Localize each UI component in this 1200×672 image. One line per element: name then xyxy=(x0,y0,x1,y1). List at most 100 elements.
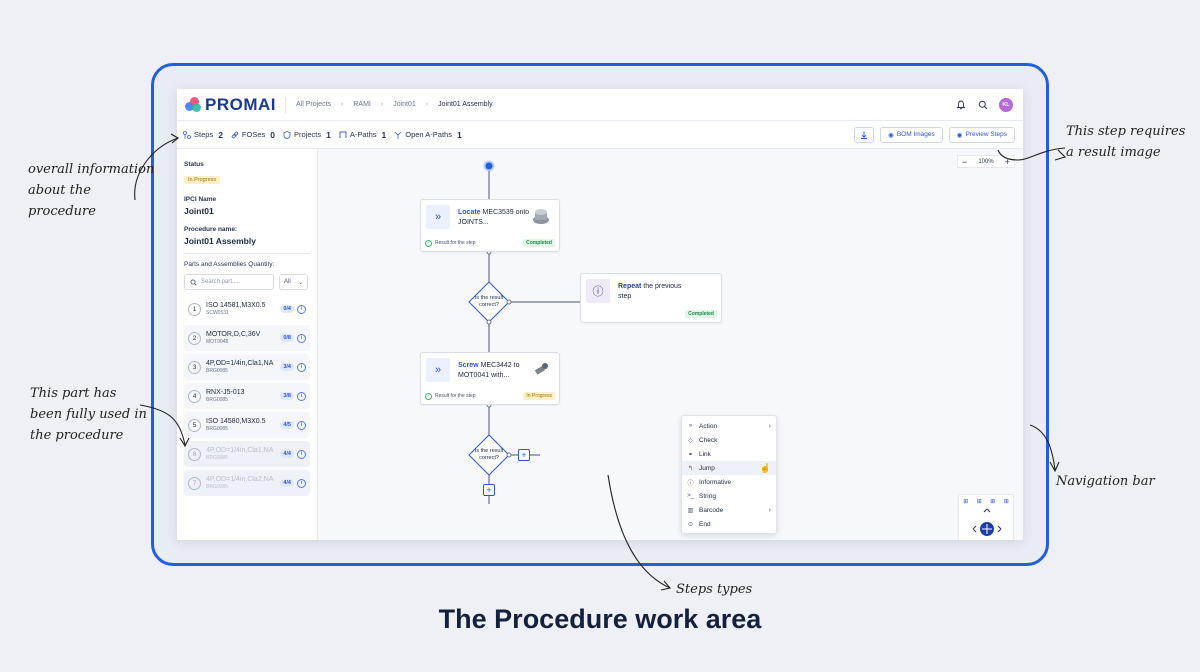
app-window: PROMAI All Projects › RAMI › Joint01 › J… xyxy=(177,89,1023,540)
menu-item-jump[interactable]: ↰Jump☝ xyxy=(682,461,776,475)
menu-item-barcode[interactable]: ▥Barcode› xyxy=(682,503,776,517)
breadcrumb-separator-icon: › xyxy=(341,101,344,108)
layout-fit-icon[interactable]: ⊞ xyxy=(1003,499,1009,505)
breadcrumb-all-projects[interactable]: All Projects xyxy=(296,101,332,108)
bom-images-button[interactable]: ◉ BOM Images xyxy=(880,126,943,143)
zoom-out-button[interactable]: − xyxy=(962,156,968,167)
check-circle-icon: ✓ xyxy=(425,239,432,247)
menu-item-action[interactable]: »Action› xyxy=(682,419,776,433)
avatar[interactable]: KL xyxy=(999,97,1013,112)
step-node-repeat[interactable]: ⓘ Repeat the previous step Completed xyxy=(580,273,722,323)
pan-up-icon xyxy=(983,508,991,513)
part-quantity: 4/5 xyxy=(280,421,294,429)
zoom-in-button[interactable]: + xyxy=(1004,156,1010,167)
step-node-screw[interactable]: » Screw MEC3442 to MOT0041 with... ✓Resu… xyxy=(420,352,560,405)
info-icon: ⓘ xyxy=(687,480,694,487)
shield-icon xyxy=(283,130,291,139)
breadcrumb-joint01[interactable]: Joint01 xyxy=(393,101,416,108)
menu-item-check[interactable]: ◇Check xyxy=(682,433,776,447)
breadcrumb-rami[interactable]: RAMI xyxy=(353,101,371,108)
start-node-icon[interactable] xyxy=(483,160,495,172)
download-icon xyxy=(861,131,868,139)
page-caption: The Procedure work area xyxy=(438,604,762,634)
download-button[interactable] xyxy=(854,126,875,143)
logo[interactable]: PROMAI xyxy=(185,95,285,115)
menu-item-link[interactable]: ⚭Link xyxy=(682,447,776,461)
menu-label: Jump xyxy=(699,464,715,472)
parts-filter-select[interactable]: All ⌄ xyxy=(279,274,308,290)
info-icon[interactable]: i xyxy=(297,449,306,459)
part-code: BRG0085 xyxy=(206,455,228,462)
add-step-button[interactable]: + xyxy=(483,484,495,496)
step-text: MEC3442 to MOT0041 with... xyxy=(458,362,520,380)
branch-icon xyxy=(394,131,402,139)
part-number: 5 xyxy=(188,418,201,432)
procedure-canvas[interactable]: − 100% + + + Is the result correct? xyxy=(318,149,1023,540)
diamond-icon: ◇ xyxy=(688,437,693,444)
bell-icon[interactable] xyxy=(955,99,967,111)
annotation-part-used: This part has been fully used in the pro… xyxy=(30,386,147,443)
barcode-icon: ▥ xyxy=(687,507,694,514)
step-node-locate[interactable]: » Locate MEC3539 onto JOINTS... ✓Result … xyxy=(420,199,560,252)
info-icon[interactable]: i xyxy=(297,420,306,430)
part-name: ISO 14581,M3X0.5 xyxy=(206,301,266,309)
chevrons-right-icon: » xyxy=(426,205,450,229)
search-icon[interactable] xyxy=(977,99,989,111)
info-icon[interactable]: i xyxy=(297,478,306,488)
decision-label: Is the result correct? xyxy=(474,448,504,462)
layout-buttons: ⊞ ⊞ ⊞ ⊞ xyxy=(959,498,1013,505)
part-code: BRG0085 xyxy=(206,426,228,433)
stat-label: FOSes xyxy=(241,130,266,139)
add-branch-button[interactable]: + xyxy=(518,449,530,461)
part-name: MOTOR,D,C,36V xyxy=(206,330,261,338)
result-label: Result for the step xyxy=(435,393,476,399)
preview-steps-button[interactable]: ◉ Preview Steps xyxy=(948,126,1015,143)
pan-control[interactable] xyxy=(959,505,1015,540)
menu-item-string[interactable]: >_String xyxy=(682,489,776,503)
menu-label: Link xyxy=(699,450,711,458)
flow-connectors xyxy=(468,160,580,504)
info-icon[interactable]: i xyxy=(297,362,306,372)
part-number: 3 xyxy=(188,360,201,374)
eye-icon: ◉ xyxy=(888,131,894,139)
status-badge: Completed xyxy=(523,239,555,247)
stat-value: 2 xyxy=(218,129,223,140)
menu-item-end[interactable]: ⊙End xyxy=(682,517,776,531)
zoom-level: 100% xyxy=(978,158,994,165)
part-code: MOT0048 xyxy=(206,339,229,346)
chevron-down-icon: ⌄ xyxy=(297,279,303,286)
layout-flow-icon[interactable]: ⊞ xyxy=(990,499,996,505)
navigation-bar: ⊞ ⊞ ⊞ ⊞ xyxy=(958,494,1014,540)
procedure-value: Joint01 Assembly xyxy=(184,236,256,246)
annotation-step-types: Steps types xyxy=(676,582,753,597)
chevrons-icon: » xyxy=(688,423,693,429)
divider xyxy=(184,253,310,254)
info-icon[interactable]: i xyxy=(297,304,306,314)
info-icon[interactable]: i xyxy=(297,333,306,343)
info-icon[interactable]: i xyxy=(297,391,306,401)
menu-label: String xyxy=(699,492,716,500)
layout-tree-icon[interactable]: ⊞ xyxy=(976,499,982,505)
parts-label: Parts and Assemblies Quantity: xyxy=(184,261,275,268)
search-part-input[interactable]: Search part..... xyxy=(184,274,274,290)
part-quantity: 3/4 xyxy=(280,363,294,371)
part-quantity: 0/4 xyxy=(280,305,294,313)
breadcrumb: All Projects › RAMI › Joint01 › Joint01 … xyxy=(285,96,493,113)
layout-grid-icon[interactable]: ⊞ xyxy=(963,499,969,505)
jump-icon: ↰ xyxy=(687,465,694,472)
pan-left-icon xyxy=(972,525,977,533)
